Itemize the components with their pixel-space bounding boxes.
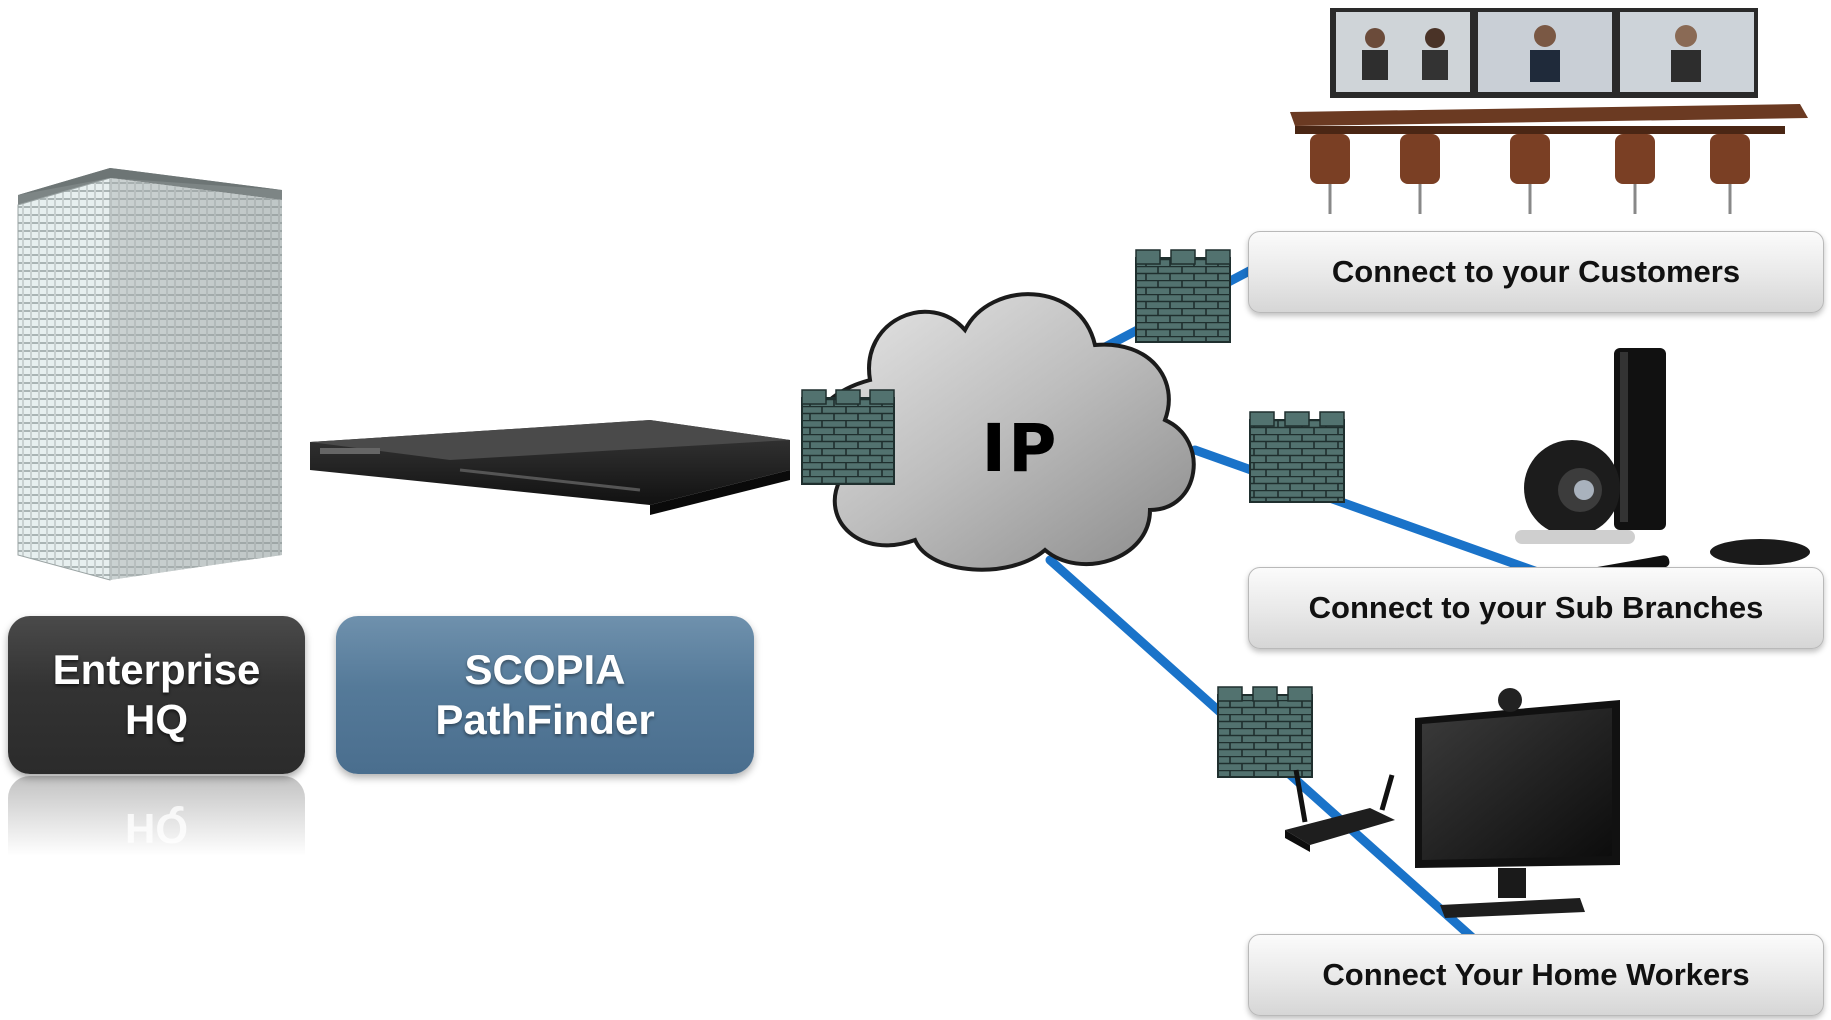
enterprise-hq-reflection: HQ — [8, 776, 305, 856]
connect-home-workers-text: Connect Your Home Workers — [1322, 957, 1750, 992]
scopia-pathfinder-label: SCOPIA PathFinder — [336, 616, 754, 774]
ip-cloud-label: IP — [981, 410, 1059, 487]
firewall-branches-icon — [1249, 411, 1345, 503]
connect-branches-text: Connect to your Sub Branches — [1308, 590, 1764, 625]
branch-video-system-icon — [1515, 348, 1810, 585]
connect-home-workers-label: Connect Your Home Workers — [1248, 934, 1824, 1016]
enterprise-hq-line1: Enterprise — [52, 646, 261, 693]
home-router-icon — [1285, 769, 1395, 852]
home-monitor-icon — [1415, 688, 1620, 918]
firewall-home-icon — [1217, 686, 1313, 778]
pathfinder-appliance-icon — [310, 420, 790, 515]
enterprise-hq-label: Enterprise HQ — [8, 616, 305, 774]
firewall-hq-icon — [801, 389, 895, 485]
enterprise-hq-reflection-text: HQ — [125, 805, 188, 852]
connect-branches-label: Connect to your Sub Branches — [1248, 567, 1824, 649]
ip-cloud-icon — [805, 292, 1196, 572]
enterprise-hq-line2: HQ — [125, 696, 188, 743]
building-icon — [17, 168, 282, 581]
firewall-customers-icon — [1135, 249, 1231, 343]
telepresence-room-icon — [1290, 8, 1808, 214]
scopia-pathfinder-line2: PathFinder — [435, 696, 655, 743]
connect-customers-text: Connect to your Customers — [1331, 254, 1741, 289]
scopia-pathfinder-line1: SCOPIA — [464, 646, 626, 693]
connect-customers-label: Connect to your Customers — [1248, 231, 1824, 313]
